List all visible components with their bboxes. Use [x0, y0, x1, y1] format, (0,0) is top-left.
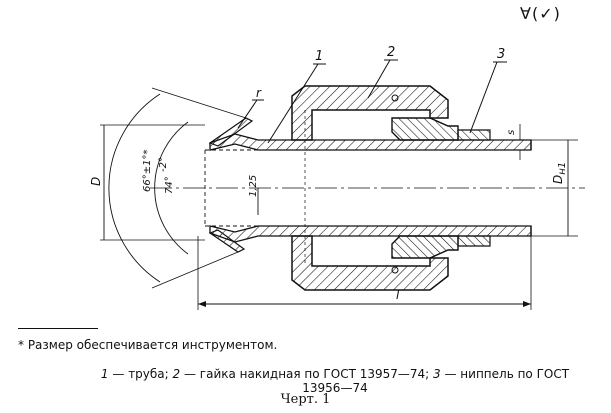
wall-thickness-label: s	[506, 130, 517, 135]
diameter-D-label: D	[89, 177, 103, 186]
legend: 1 — труба; 2 — гайка накидная по ГОСТ 13…	[100, 367, 570, 395]
callout-1: 1	[315, 49, 323, 64]
radius-label: r	[256, 86, 262, 100]
angle-66-label: 66°±1°*	[142, 150, 153, 192]
callout-3: 3	[497, 47, 505, 62]
length-label: l	[396, 288, 400, 302]
tube	[204, 117, 532, 253]
angle-74-label: 74°	[164, 176, 175, 194]
angle-74-tol: -2°	[158, 157, 169, 172]
nipple	[391, 117, 491, 259]
dim-1-25-label: 1,25	[248, 175, 259, 197]
callout-2: 2	[387, 45, 395, 60]
footnote: * Размер обеспечивается инструментом.	[18, 338, 278, 352]
figure-caption: Черт. 1	[280, 392, 331, 407]
footnote-rule	[18, 328, 98, 329]
roughness-symbol: ∀(✓)	[520, 4, 561, 23]
diameter-Dn1-label: Dн1	[551, 162, 568, 184]
